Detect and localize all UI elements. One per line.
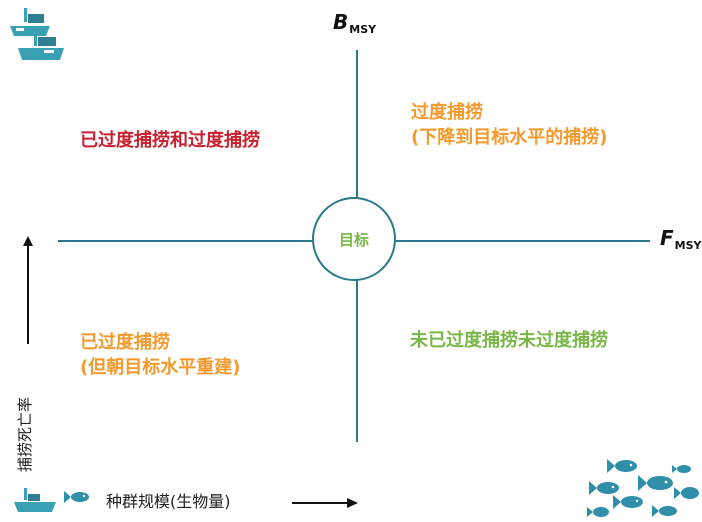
quadrant-bottom-right-line1: 未已过度捕捞未过度捕捞	[410, 330, 608, 351]
quadrant-bottom-right: 未已过度捕捞未过度捕捞	[410, 328, 608, 353]
quadrant-bottom-left-line2: (但朝目标水平重建)	[80, 357, 241, 378]
quadrant-top-right-line1: 过度捕捞	[411, 102, 483, 123]
fishing-boat-icon	[14, 488, 56, 512]
fmsy-label: FMSY	[660, 226, 702, 252]
quadrant-top-left: 已过度捕捞和过度捕捞	[80, 128, 260, 153]
x-axis-arrow-icon	[292, 498, 358, 508]
fish-school-icon	[587, 459, 699, 517]
fmsy-letter: F	[660, 226, 674, 250]
quadrant-bottom-left: 已过度捕捞 (但朝目标水平重建)	[80, 330, 240, 380]
bmsy-subscript: MSY	[349, 23, 377, 36]
quadrant-bottom-left-line1: 已过度捕捞	[80, 332, 170, 353]
quadrant-top-right-line2: (下降到目标水平的捕捞)	[411, 127, 608, 148]
bmsy-label: BMSY	[333, 10, 376, 36]
target-circle: 目标	[312, 197, 396, 281]
y-axis-label: 捕捞死亡率	[16, 396, 34, 472]
fmsy-subscript: MSY	[674, 239, 702, 252]
bmsy-letter: B	[333, 10, 349, 34]
quadrant-top-right: 过度捕捞 (下降到目标水平的捕捞)	[411, 100, 607, 150]
quadrant-top-left-line1: 已过度捕捞和过度捕捞	[80, 130, 260, 151]
small-fish-icon	[64, 491, 89, 503]
x-axis-label: 种群规模(生物量)	[106, 492, 231, 511]
y-axis-arrow-icon	[23, 236, 33, 344]
fishing-boats-icon	[10, 8, 64, 60]
target-label: 目标	[338, 230, 369, 249]
